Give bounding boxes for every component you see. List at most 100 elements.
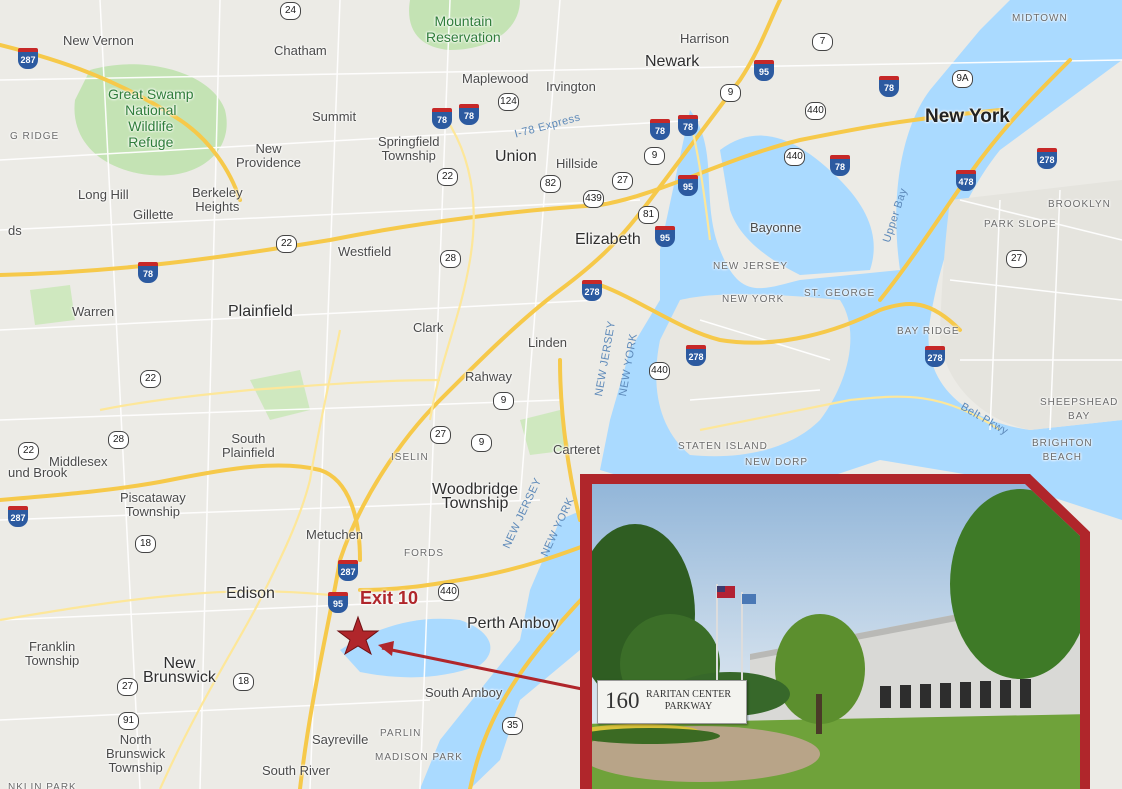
interstate-shield-icon: 278 [1037,148,1057,169]
place-label-piscataway: Piscataway Township [120,490,186,519]
place-label-newark: Newark [645,53,700,70]
route-shield-icon: 22 [276,235,297,253]
place-label-linden: Linden [528,335,568,350]
neighborhood-label-fords: FORDS [404,548,444,559]
interstate-shield-icon: 78 [879,76,899,97]
interstate-shield-icon: 478 [956,170,976,191]
route-shield-icon: 27 [117,678,138,696]
route-shield-icon: 28 [108,431,129,449]
route-shield-icon: 22 [437,168,458,186]
neighborhood-label-iselin: ISELIN [391,452,429,463]
route-shield-icon: 91 [118,712,139,730]
route-shield-icon: 7 [812,33,833,51]
place-label-chatham: Chatham [274,43,327,58]
route-shield-icon: 82 [540,175,561,193]
place-label-plainfield: Plainfield [228,303,293,320]
interstate-shield-icon: 95 [678,175,698,196]
interstate-shield-icon: 287 [8,506,28,527]
place-label-south-plainfield: South Plainfield [222,431,275,460]
route-shield-icon: 9 [720,84,741,102]
place-label-sayreville: Sayreville [312,732,369,747]
exit-10-label: Exit 10 [360,588,419,608]
interstate-shield-icon: 78 [138,262,158,283]
photo-inset-frame [580,474,1090,789]
route-shield-icon: 9 [644,147,665,165]
route-shield-icon: 22 [140,370,161,388]
place-label-edison: Edison [226,585,275,602]
route-shield-icon: 440 [784,148,805,166]
interstate-shield-icon: 278 [925,346,945,367]
route-shield-icon: 440 [805,102,826,120]
place-label-springfield: Springfield Township [378,134,440,163]
photo-inset[interactable] [580,474,1090,789]
neighborhood-label-madison-park: MADISON PARK [375,752,463,763]
place-label-hillside: Hillside [556,156,598,171]
sign-text: RARITAN CENTER PARKWAY [646,689,732,712]
neighborhood-label-g-ridge: G RIDGE [10,131,60,142]
place-label-north-brunswick: North Brunswick Township [106,732,166,775]
neighborhood-label-new-york-1: NEW YORK [722,294,785,305]
route-shield-icon: 28 [440,250,461,268]
interstate-shield-icon: 278 [582,280,602,301]
route-shield-icon: 18 [233,673,254,691]
place-label-ds: ds [8,223,22,238]
place-label-brooklyn: BROOKLYN [1048,199,1111,210]
neighborhood-label-staten-island: STATEN ISLAND [678,441,768,452]
place-label-berkeley-heights: Berkeley Heights [192,185,243,214]
route-shield-icon: 27 [612,172,633,190]
interstate-shield-icon: 95 [328,592,348,613]
interstate-shield-icon: 78 [678,115,698,136]
neighborhood-label-park-slope: PARK SLOPE [984,219,1057,230]
interstate-shield-icon: 78 [650,119,670,140]
park-label-great-swamp: Great Swamp National Wildlife Refuge [108,86,194,150]
neighborhood-label-sheepshead: SHEEPSHEAD BAY [1040,397,1119,422]
place-label-new-providence: New Providence [236,141,302,170]
route-shield-icon: 9 [493,392,514,410]
interstate-shield-icon: 278 [686,345,706,366]
interstate-shield-icon: 78 [432,108,452,129]
place-label-south-river: South River [262,763,330,778]
place-label-union: Union [495,148,537,165]
neighborhood-label-bay-ridge: BAY RIDGE [897,326,960,337]
place-label-new-vernon: New Vernon [63,33,134,48]
route-shield-icon: 27 [1006,250,1027,268]
place-label-perth-amboy: Perth Amboy [467,615,559,632]
place-label-woodbridge: Woodbridge Township [432,481,518,512]
neighborhood-label-new-jersey-1: NEW JERSEY [713,261,789,272]
place-label-long-hill: Long Hill [78,187,129,202]
interstate-shield-icon: 78 [830,155,850,176]
sign-number: 160 [605,688,640,713]
place-label-elizabeth: Elizabeth [575,231,641,248]
route-shield-icon: 124 [498,93,519,111]
route-shield-icon: 9 [471,434,492,452]
route-shield-icon: 9A [952,70,973,88]
interstate-shield-icon: 95 [655,226,675,247]
interstate-shield-icon: 95 [754,60,774,81]
place-label-bayonne: Bayonne [750,220,802,235]
place-label-rahway: Rahway [465,369,512,384]
place-label-irvington: Irvington [546,79,596,94]
route-shield-icon: 22 [18,442,39,460]
neighborhood-label-midtown: MIDTOWN [1012,13,1068,24]
place-label-westfield: Westfield [338,244,392,259]
place-label-warren: Warren [72,304,115,319]
route-shield-icon: 439 [583,190,604,208]
route-shield-icon: 35 [502,717,523,735]
route-shield-icon: 440 [649,362,670,380]
route-shield-icon: 18 [135,535,156,553]
place-label-metuchen: Metuchen [306,527,364,542]
route-shield-icon: 81 [638,206,659,224]
place-label-south-amboy: South Amboy [425,685,503,700]
interstate-shield-icon: 78 [459,104,479,125]
neighborhood-label-new-dorp: NEW DORP [745,457,808,468]
building-sign: 160 RARITAN CENTER PARKWAY [597,680,747,724]
interstate-shield-icon: 287 [18,48,38,69]
route-shield-icon: 24 [280,2,301,20]
place-label-bound-brook: und Brook [8,465,68,480]
neighborhood-label-brighton: BRIGHTON BEACH [1032,438,1093,463]
route-shield-icon: 27 [430,426,451,444]
route-shield-icon: 440 [438,583,459,601]
neighborhood-label-nklin-park: NKLIN PARK [8,782,77,789]
place-label-clark: Clark [413,320,444,335]
